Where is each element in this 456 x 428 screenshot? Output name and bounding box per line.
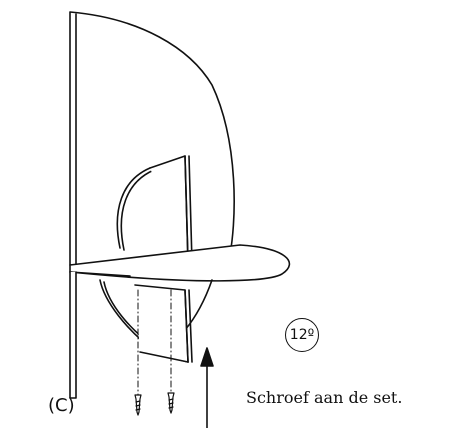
up-arrow-icon xyxy=(200,347,214,428)
back-panel-lower xyxy=(69,271,77,399)
instruction-text: Schroef aan de set. xyxy=(246,388,403,407)
screw-icon xyxy=(167,392,175,414)
back-panel-upper xyxy=(69,11,235,266)
divider-lower xyxy=(134,284,189,363)
inner-half-disc xyxy=(116,167,151,249)
step-number-badge: 12º xyxy=(285,318,319,352)
screw-icon xyxy=(134,394,142,416)
panel-label: (C) xyxy=(48,395,75,416)
shelf-top xyxy=(69,244,291,282)
back-lower-arc xyxy=(184,279,213,331)
